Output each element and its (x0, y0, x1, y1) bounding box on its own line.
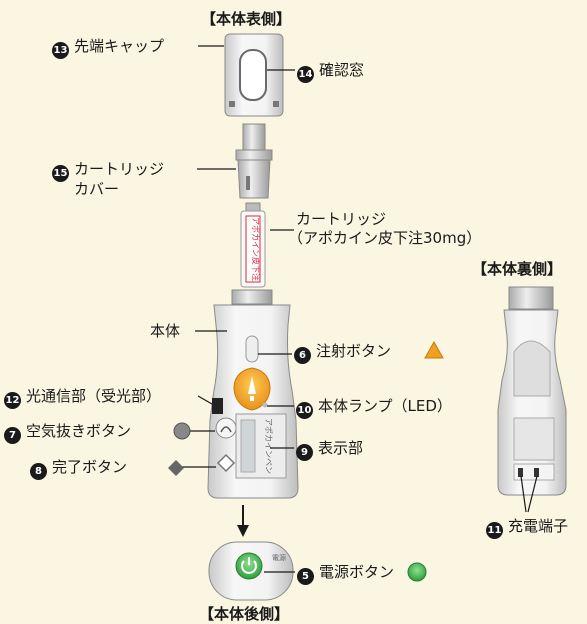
label-display: 9 表示部 (296, 439, 363, 461)
display-print: アポカインペン (264, 418, 273, 474)
label-body-lamp: 10 本体ランプ（LED） (296, 397, 452, 419)
number-badge: 5 (297, 568, 314, 585)
number-badge: 13 (52, 42, 69, 59)
label-inject-button: 6 注射ボタン (294, 342, 391, 364)
label-body: 本体 (150, 322, 181, 340)
label-air-button: 7 空気抜きボタン (4, 422, 131, 444)
rear-view: 電源 (208, 541, 294, 601)
label-cartridge: カートリッジ (296, 210, 387, 228)
label-text: 本体ランプ（LED） (318, 397, 452, 415)
back-section-title: 【本体裏側】 (472, 260, 563, 278)
cartridge: アポカイン皮下注 (240, 202, 266, 288)
number-badge: 10 (296, 402, 313, 419)
number-badge: 9 (296, 444, 313, 461)
back-view (497, 286, 567, 496)
label-text: 注射ボタン (316, 342, 392, 360)
number-badge: 7 (4, 427, 21, 444)
label-text: 先端キャップ (74, 37, 165, 55)
label-power-button: 5 電源ボタン (297, 563, 394, 585)
number-badge: 6 (294, 347, 311, 364)
label-done-button: 8 完了ボタン (30, 458, 127, 480)
label-charge-terminal: 11 充電端子 (486, 517, 568, 539)
power-print: 電源 (272, 553, 286, 562)
label-text: カートリッジ (74, 160, 165, 178)
number-badge: 12 (4, 392, 21, 409)
number-badge: 8 (30, 463, 47, 480)
power-button-icon (407, 562, 427, 582)
done-button-icon (168, 460, 184, 476)
tip-cap (224, 33, 284, 117)
label-tip-cap: 13 先端キャップ (52, 37, 164, 59)
label-text: 表示部 (318, 439, 364, 457)
label-check-window: 14 確認窓 (297, 61, 364, 83)
label-text: 空気抜きボタン (26, 422, 132, 440)
pen-body: アポカインペン (207, 289, 299, 499)
number-badge: 11 (486, 522, 503, 539)
number-badge: 14 (297, 66, 314, 83)
label-cartridge-cover: 15 カートリッジ (52, 160, 164, 182)
label-cartridge-line2: （アポカイン皮下注30mg） (288, 229, 482, 247)
cartridge-cover (235, 123, 273, 199)
label-text: 電源ボタン (319, 563, 395, 581)
label-text: 確認窓 (319, 61, 365, 79)
label-cartridge-cover-line2: カバー (74, 180, 120, 198)
front-section-title: 【本体表側】 (201, 10, 292, 28)
inject-warning-icon (424, 340, 444, 359)
label-text: 光通信部（受光部） (26, 387, 162, 405)
air-button-icon (173, 422, 191, 440)
cartridge-print: アポカイン皮下注 (251, 217, 261, 281)
label-optical-comm: 12 光通信部（受光部） (4, 387, 161, 409)
label-text: 充電端子 (508, 517, 569, 535)
label-text: 完了ボタン (52, 458, 128, 476)
number-badge: 15 (52, 165, 69, 182)
rear-section-title: 【本体後側】 (199, 605, 290, 623)
